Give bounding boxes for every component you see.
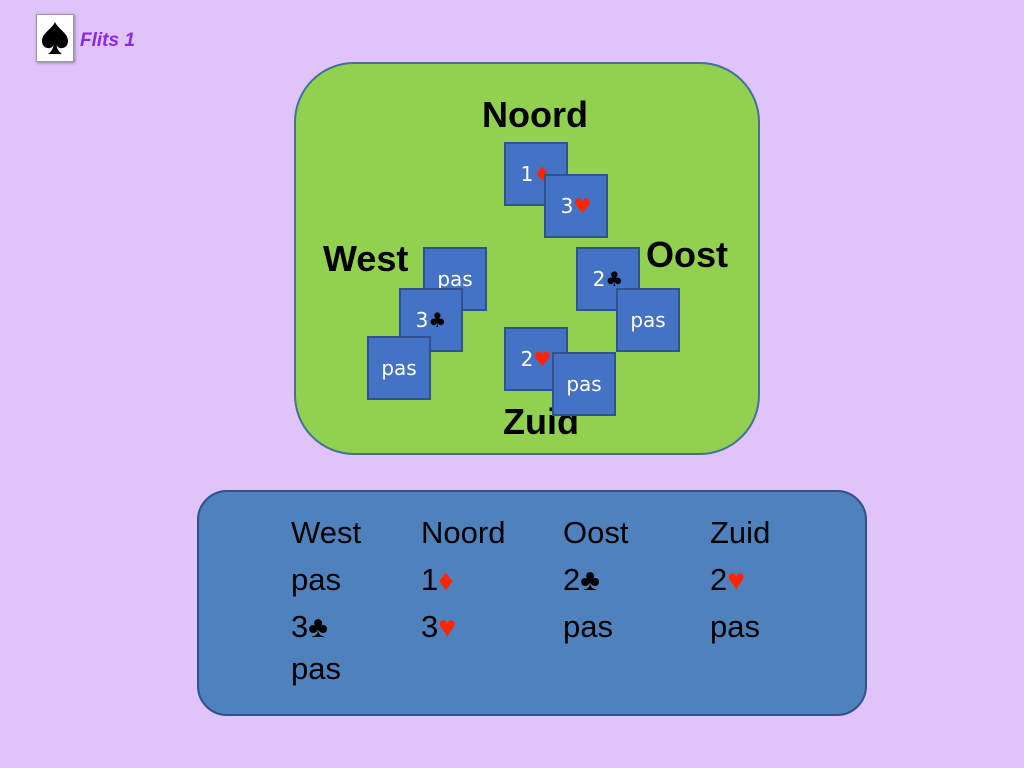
bid-card: pas xyxy=(616,288,680,352)
bid-cell: pas xyxy=(563,608,628,655)
bid-column-oost: Oost 2♣ pas xyxy=(563,514,628,655)
bid-card: 2♥ xyxy=(504,327,568,391)
bid-column-header: West xyxy=(291,515,362,550)
bid-column-zuid: Zuid 2♥ pas xyxy=(710,514,770,655)
bid-cell: pas xyxy=(291,650,361,697)
bid-value: 3 xyxy=(291,609,309,644)
bid-card-value: 3 xyxy=(560,194,574,218)
bid-value: 3 xyxy=(421,609,439,644)
bid-value: pas xyxy=(710,609,760,644)
bidding-panel: West pas 3♣ pas Noord 1♦ 3♥ Oost 2♣ pas … xyxy=(197,490,867,716)
bid-value: 1 xyxy=(421,562,439,597)
bid-cell: pas xyxy=(710,608,770,655)
club-icon: ♣ xyxy=(428,308,447,332)
bid-column-header: Zuid xyxy=(710,515,771,550)
bid-card-value: pas xyxy=(630,308,666,332)
page-title: Flits 1 xyxy=(80,30,135,51)
bid-card-value: pas xyxy=(566,372,602,396)
heart-icon: ♥ xyxy=(573,194,592,218)
bid-column-west: West pas 3♣ pas xyxy=(291,514,361,697)
bid-card-value: pas xyxy=(437,267,473,291)
seat-north-label: Noord xyxy=(482,94,588,135)
heart-icon: ♥ xyxy=(727,564,746,597)
seat-west-label: West xyxy=(323,238,409,279)
heart-icon: ♥ xyxy=(438,611,457,644)
bid-cell: 2♣ xyxy=(563,561,628,608)
bid-card: 3♥ xyxy=(544,174,608,238)
bid-cell: 3♣ xyxy=(291,608,361,655)
bid-column-header: Noord xyxy=(421,515,506,550)
club-icon: ♣ xyxy=(580,564,600,597)
diamond-icon: ♦ xyxy=(438,564,454,597)
bid-value: pas xyxy=(291,651,341,686)
bid-card-value: 3 xyxy=(415,308,429,332)
bid-column-header: Oost xyxy=(563,515,629,550)
bid-card: pas xyxy=(552,352,616,416)
spade-logo-icon xyxy=(36,14,74,62)
bid-card-value: 2 xyxy=(520,347,534,371)
bid-card-value: pas xyxy=(381,356,417,380)
heart-icon: ♥ xyxy=(533,347,552,371)
bid-value: pas xyxy=(563,609,613,644)
bid-card-value: 1 xyxy=(520,162,534,186)
bid-card-value: 2 xyxy=(592,267,606,291)
bid-value: 2 xyxy=(710,562,728,597)
club-icon: ♣ xyxy=(605,267,624,291)
bridge-table: Noord West Oost Zuid 1♦ 3♥ pas 3♣ pas 2♣… xyxy=(294,62,760,455)
bid-cell: 3♥ xyxy=(421,608,505,655)
club-icon: ♣ xyxy=(308,611,328,644)
bid-value: pas xyxy=(291,562,341,597)
seat-east-label: Oost xyxy=(646,234,729,275)
bid-column-noord: Noord 1♦ 3♥ xyxy=(421,514,505,655)
bid-cell: 2♥ xyxy=(710,561,770,608)
bid-cell: pas xyxy=(291,561,361,608)
bid-value: 2 xyxy=(563,562,581,597)
bid-card: pas xyxy=(367,336,431,400)
bid-cell: 1♦ xyxy=(421,561,505,608)
